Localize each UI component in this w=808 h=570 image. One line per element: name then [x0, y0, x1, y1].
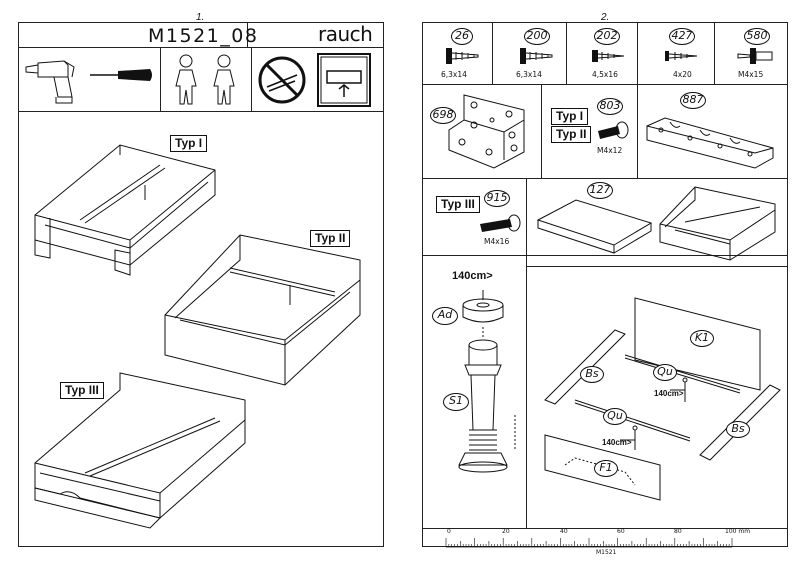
grid-h4	[422, 528, 788, 529]
bed-typ-i-drawing	[34, 144, 216, 276]
left-page-frame	[18, 22, 384, 547]
page-number-left: 1.	[196, 12, 205, 23]
typ-ii-label: Typ II	[551, 126, 592, 143]
part-label-s1: S1	[443, 393, 469, 411]
part-number-200: 200	[524, 28, 550, 45]
ruler-tick-100: 100 mm	[725, 528, 751, 535]
screw-icon-580	[737, 48, 773, 64]
screw-icon-200	[520, 48, 553, 64]
tools-divider	[18, 111, 384, 112]
rail-label-qu-top: Qu	[653, 364, 677, 381]
leg-assembly-drawing	[458, 290, 516, 473]
header-divider	[18, 47, 384, 48]
header-v-divider	[247, 22, 248, 47]
measurement-ruler	[445, 538, 733, 548]
ruler-tick-60: 60	[617, 528, 625, 535]
part-number-915: 915	[484, 190, 510, 207]
grid-h1	[422, 84, 788, 85]
leg-width-note: 140cm>	[452, 270, 493, 282]
assembly-width-note-1: 140cm>	[654, 389, 684, 398]
assemble-upright-icon	[317, 53, 371, 107]
panel-label-f1: F1	[594, 460, 618, 477]
screw-icon-202	[592, 50, 625, 62]
screw-size-580: M4x15	[738, 70, 764, 79]
tool-divider-2	[251, 47, 252, 111]
page-number-right: 2.	[601, 12, 610, 23]
grid-h-assembly	[526, 266, 788, 267]
grid-v-r1c	[637, 22, 638, 84]
variant-label-typ-iii: Typ III	[60, 382, 104, 399]
grid-v-r1a	[492, 22, 493, 84]
rail-label-qu-bottom: Qu	[603, 408, 627, 425]
variant-label-typ-ii: Typ II	[310, 230, 351, 247]
screwdriver-icon	[90, 69, 152, 81]
part-number-202: 202	[594, 28, 620, 45]
bed-typ-iii-drawing	[34, 372, 246, 529]
screw-size-427: 4x20	[673, 70, 692, 79]
screw-icon-427	[665, 51, 698, 61]
bolt-icon-803	[598, 121, 629, 139]
two-persons-icon	[175, 54, 235, 105]
bracket-698-drawing	[448, 94, 525, 169]
board-127-drawing	[536, 199, 653, 254]
plate-887-drawing	[646, 117, 774, 169]
ruler-tick-20: 20	[502, 528, 510, 535]
bed-typ-ii-drawing	[164, 234, 361, 386]
grid-v-r1d	[714, 22, 715, 84]
part-number-887: 887	[680, 92, 706, 109]
part-number-580: 580	[744, 28, 770, 45]
grid-v-r3	[526, 178, 527, 528]
ruler-caption: M1521	[596, 549, 617, 556]
model-code: M1521_08	[148, 25, 259, 47]
part-number-803: 803	[597, 98, 623, 115]
ruler-tick-40: 40	[560, 528, 568, 535]
tool-divider-1	[160, 47, 161, 111]
no-floor-assembly-icon	[258, 56, 306, 104]
variant-label-typ-i: Typ I	[170, 135, 208, 152]
bolt-icon-915	[480, 214, 521, 232]
grid-h3	[422, 255, 788, 256]
part-label-ad: Ad	[432, 307, 458, 325]
screw-icon-26	[446, 48, 479, 64]
bed-panels-exploded-drawing	[544, 297, 781, 501]
bolt-size-803: M4x12	[597, 146, 623, 155]
brand-logo: rauch	[318, 22, 373, 46]
screw-size-26: 6,3x14	[441, 70, 467, 79]
grid-v-r2a	[541, 84, 542, 178]
grid-h2	[422, 178, 788, 179]
panel-label-k1: K1	[690, 330, 714, 347]
grid-v-r1b	[566, 22, 567, 84]
panel-label-bs-left: Bs	[580, 366, 604, 383]
part-number-427: 427	[669, 28, 695, 45]
typ-iii-label: Typ III	[436, 196, 480, 213]
bolt-size-915: M4x16	[484, 237, 510, 246]
part-number-698: 698	[430, 107, 456, 124]
screw-size-200: 6,3x14	[516, 70, 542, 79]
panel-label-bs-right: Bs	[726, 421, 750, 438]
part-number-127: 127	[587, 182, 613, 199]
screw-size-202: 4,5x16	[592, 70, 618, 79]
drill-icon	[25, 60, 75, 104]
ruler-tick-80: 80	[674, 528, 682, 535]
ruler-tick-0: 0	[447, 528, 451, 535]
part-number-26: 26	[451, 28, 473, 45]
bed-frame-preview-drawing	[659, 186, 776, 261]
right-page-frame	[422, 22, 788, 547]
grid-v-r2b	[637, 84, 638, 178]
typ-i-label: Typ I	[551, 108, 589, 125]
assembly-width-note-2: 140cm>	[602, 438, 632, 447]
